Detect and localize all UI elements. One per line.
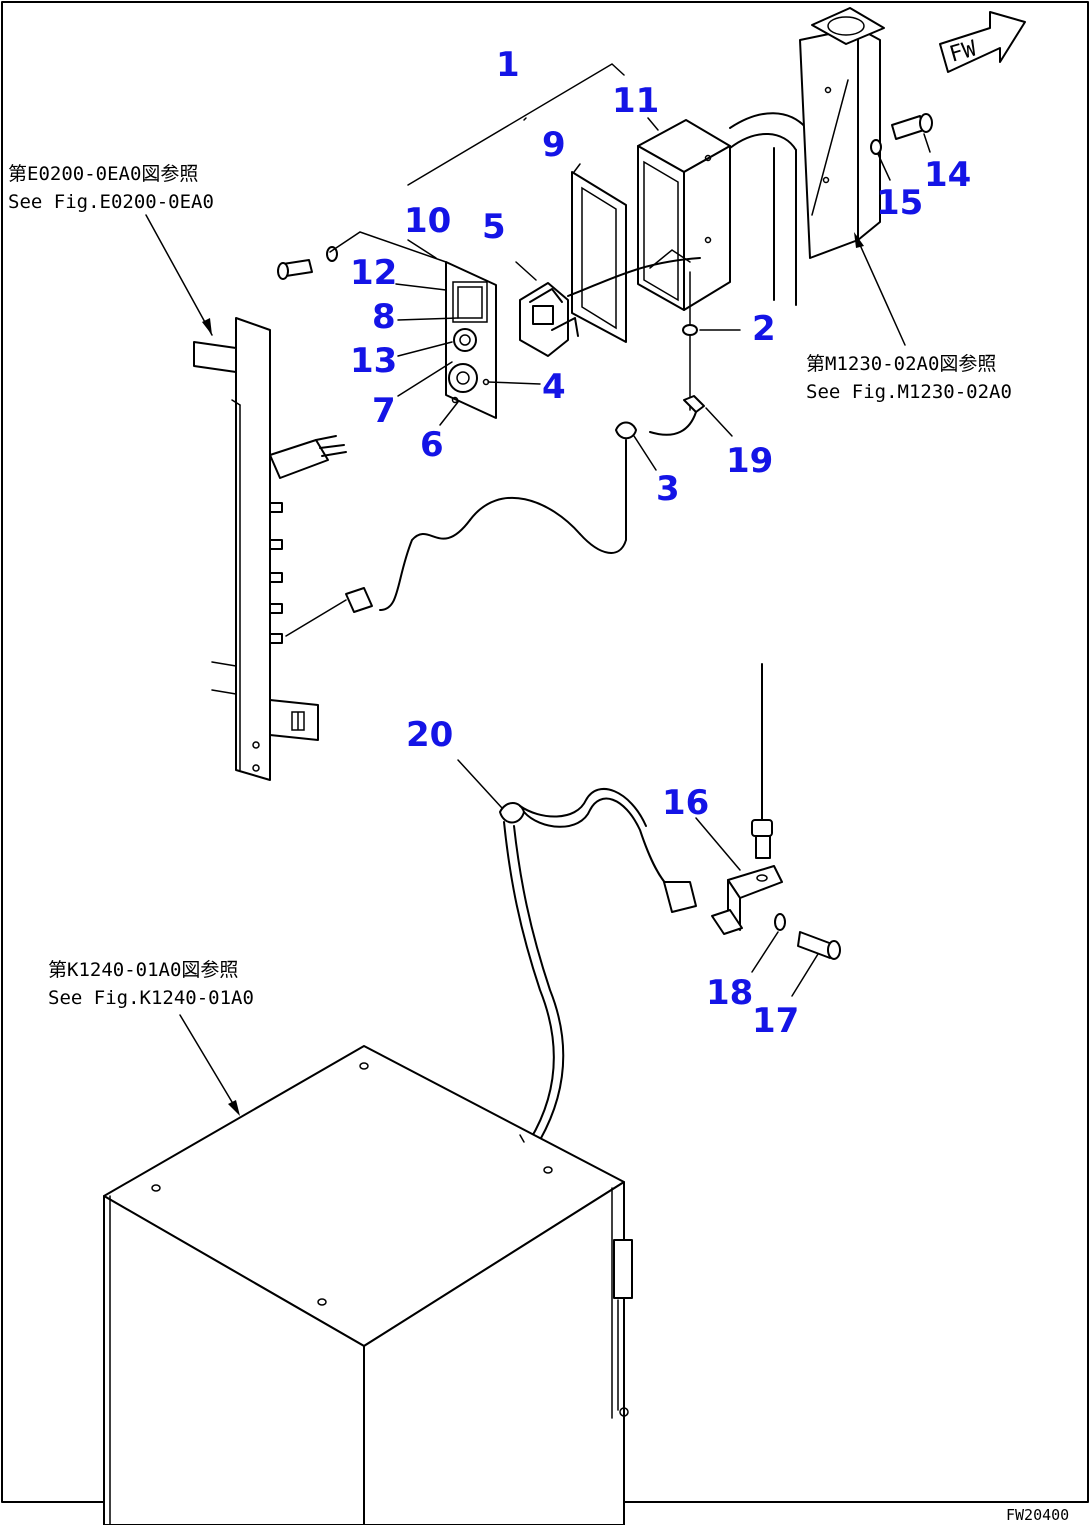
mount-bolt (870, 113, 933, 155)
callout-17: 17 (752, 1001, 799, 1041)
callout-7: 7 (372, 391, 396, 431)
control-panel-plate (445, 261, 497, 419)
antenna (751, 663, 773, 859)
callout-16: 16 (662, 783, 709, 823)
callout-20: 20 (406, 715, 453, 755)
callout-3: 3 (656, 469, 680, 509)
antenna-bracket (695, 817, 841, 997)
callout-6: 6 (420, 425, 444, 465)
housing-box (637, 119, 731, 311)
callout-10: 10 (404, 201, 451, 241)
reference-texts: 第E0200-0EA0図参照 See Fig.E0200-0EA0 第M1230… (8, 163, 1012, 1009)
reference-arrow-k1240 (179, 1014, 240, 1116)
callout-9: 9 (542, 125, 566, 165)
callout-4: 4 (542, 367, 566, 407)
callout-19: 19 (726, 441, 773, 481)
callout-1: 1 (496, 45, 520, 85)
callout-12: 12 (350, 253, 397, 293)
relay-switch (519, 282, 579, 357)
ref-e0200-jp: 第E0200-0EA0図参照 (8, 163, 198, 185)
callout-2: 2 (752, 309, 776, 349)
drawing-code: FW20400 (1006, 1506, 1069, 1524)
reference-arrow-m1230 (854, 232, 906, 346)
ref-m1230-jp: 第M1230-02A0図参照 (806, 353, 996, 375)
ref-k1240-jp: 第K1240-01A0図参照 (48, 959, 238, 981)
reference-arrow-e0200 (145, 214, 213, 336)
duct-pillar (729, 7, 885, 306)
callout-15: 15 (876, 183, 923, 223)
cabinet (103, 1045, 633, 1525)
callout-8: 8 (372, 297, 396, 337)
wire-harness-upper (285, 257, 705, 637)
ref-k1240-en: See Fig.K1240-01A0 (48, 987, 254, 1009)
left-rail-bracket (193, 317, 347, 781)
forward-direction-marker: FW (939, 11, 1026, 73)
callout-5: 5 (482, 207, 506, 247)
gasket (571, 171, 627, 343)
callout-18: 18 (706, 973, 753, 1013)
callout-13: 13 (350, 341, 397, 381)
panel-bolt (277, 246, 338, 280)
leader-lines (329, 63, 931, 471)
wire-harness-lower (457, 759, 697, 1141)
callout-labels: 1 2 3 4 5 6 7 8 9 10 11 12 13 14 15 16 1… (350, 45, 971, 1041)
ref-e0200-en: See Fig.E0200-0EA0 (8, 191, 214, 213)
callout-14: 14 (924, 155, 971, 195)
ref-m1230-en: See Fig.M1230-02A0 (806, 381, 1012, 403)
callout-11: 11 (612, 81, 659, 121)
